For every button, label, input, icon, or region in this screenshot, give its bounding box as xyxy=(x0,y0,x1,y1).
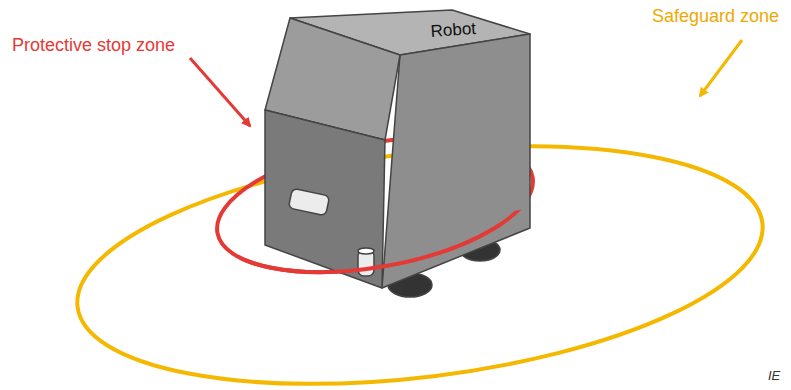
pointer-arrow xyxy=(700,40,742,96)
zone-label: Safeguard zone xyxy=(652,6,779,27)
part-label: Robot xyxy=(430,19,477,42)
watermark: IE xyxy=(768,368,780,383)
zone-label: Protective stop zone xyxy=(12,35,175,56)
robot-body xyxy=(265,10,530,297)
protective-ellipse-front xyxy=(207,162,544,294)
pointer-arrow xyxy=(190,58,250,126)
